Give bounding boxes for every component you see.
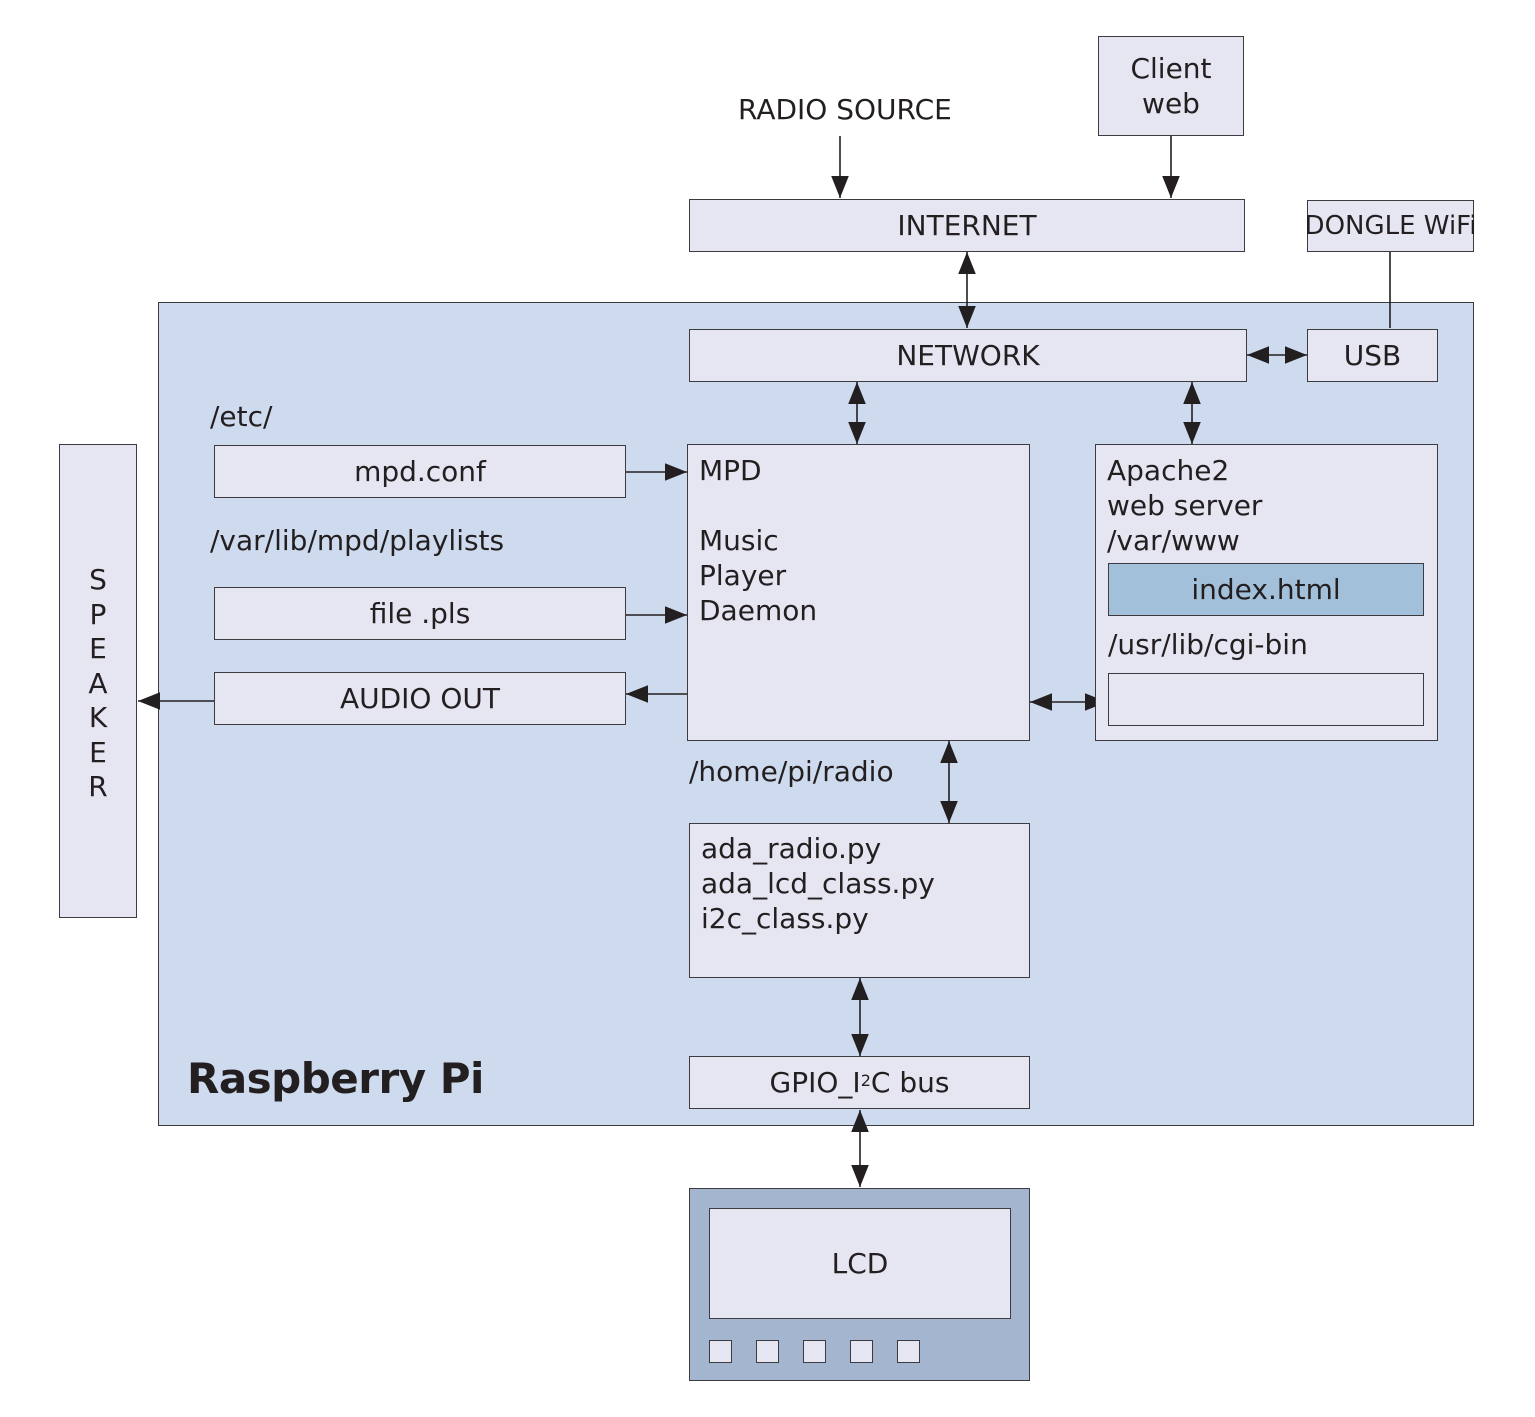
lcd-button (850, 1340, 873, 1363)
cgi-path-label: /usr/lib/cgi-bin (1108, 628, 1308, 661)
mpd-text: MPD Music Player Daemon (699, 453, 817, 628)
apache-line-3: /var/www (1107, 524, 1240, 557)
gpio-suffix: C bus (870, 1066, 950, 1099)
usb-box: USB (1307, 329, 1438, 382)
mpd-line-2 (699, 488, 817, 523)
home-path-label: /home/pi/radio (689, 755, 894, 788)
script-line-3: i2c_class.py (701, 902, 869, 935)
cgi-bin-box (1108, 673, 1424, 726)
lcd-button (756, 1340, 779, 1363)
audio-out-box: AUDIO OUT (214, 672, 626, 725)
gpio-superscript: 2 (860, 1071, 871, 1090)
mpd-line-5: Daemon (699, 594, 818, 627)
client-web-box: Client web (1098, 36, 1244, 136)
client-web-line-2: web (1142, 87, 1200, 120)
raspberry-pi-title: Raspberry Pi (187, 1054, 484, 1103)
client-web-line-1: Client (1130, 52, 1212, 85)
scripts-box: ada_radio.py ada_lcd_class.py i2c_class.… (689, 823, 1030, 978)
speaker-label: S P E A K E R (88, 563, 108, 803)
mpd-line-1: MPD (699, 454, 762, 487)
radio-source-label: RADIO SOURCE (738, 93, 952, 126)
etc-path-label: /etc/ (210, 400, 273, 433)
index-html-box: index.html (1108, 563, 1424, 616)
lcd-button (897, 1340, 920, 1363)
file-pls-box: file .pls (214, 587, 626, 640)
gpio-prefix: GPIO_I (769, 1066, 861, 1099)
lcd-screen: LCD (709, 1208, 1011, 1319)
lcd-button (803, 1340, 826, 1363)
apache-text: Apache2 web server /var/www (1107, 453, 1262, 558)
script-line-1: ada_radio.py (701, 832, 882, 865)
mpd-line-3: Music (699, 524, 779, 557)
mpd-box: MPD Music Player Daemon (687, 444, 1030, 741)
internet-box: INTERNET (689, 199, 1245, 252)
speaker-box: S P E A K E R (59, 444, 137, 918)
script-line-2: ada_lcd_class.py (701, 867, 935, 900)
playlists-path-label: /var/lib/mpd/playlists (210, 524, 505, 557)
network-box: NETWORK (689, 329, 1247, 382)
mpd-line-4: Player (699, 559, 787, 592)
dongle-wifi-box: DONGLE WiFi (1305, 200, 1476, 252)
apache-line-2: web server (1107, 489, 1263, 522)
scripts-text: ada_radio.py ada_lcd_class.py i2c_class.… (701, 831, 935, 936)
lcd-button (709, 1340, 732, 1363)
apache-line-1: Apache2 (1107, 454, 1230, 487)
mpd-conf-box: mpd.conf (214, 445, 626, 498)
